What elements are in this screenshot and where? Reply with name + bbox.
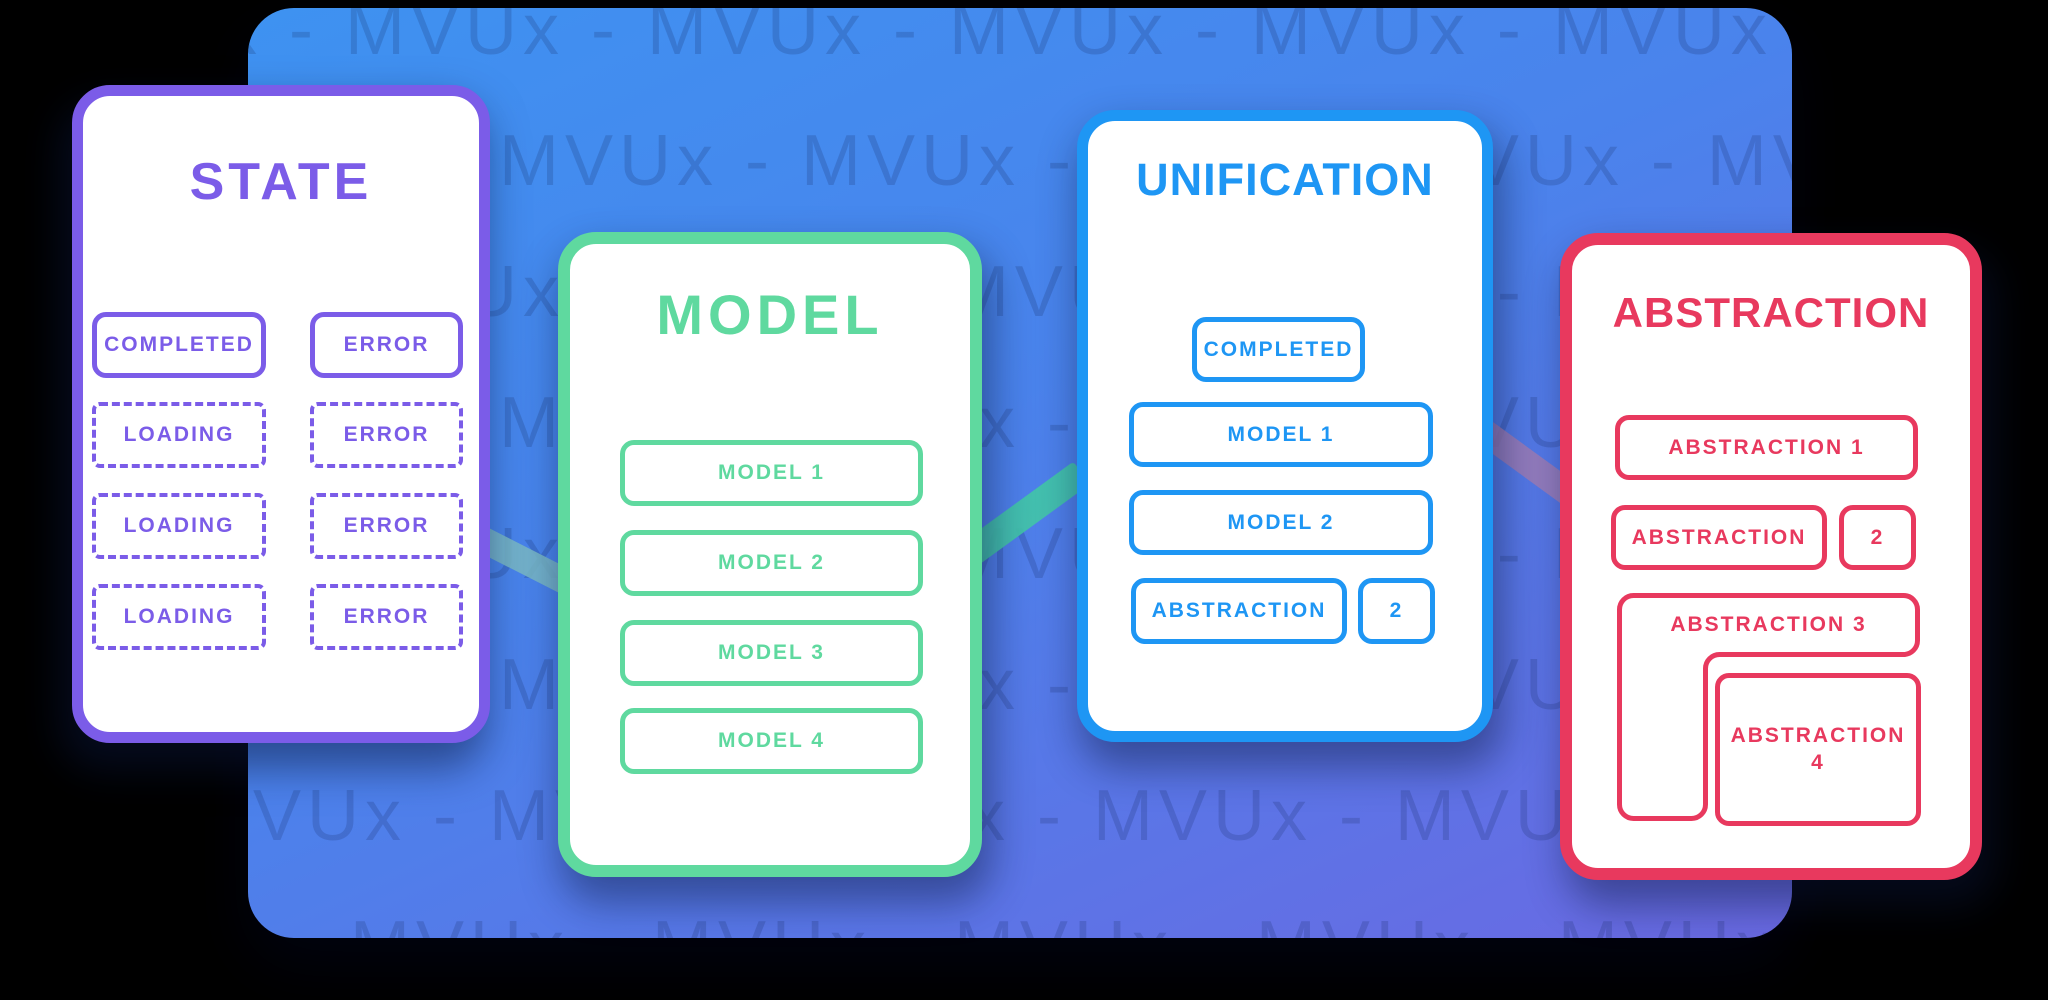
model-2-box: MODEL 2 — [620, 530, 923, 596]
state-loading-box-1: LOADING — [92, 402, 266, 468]
model-4-box: MODEL 4 — [620, 708, 923, 774]
unification-card-title: UNIFICATION — [1136, 154, 1434, 205]
watermark-row: MVUx - MVUx - MVUx - MVUx - MVUx - MVUx … — [248, 906, 1792, 938]
background-panel: MVUx - MVUx - MVUx - MVUx - MVUx - MVUx … — [248, 8, 1792, 938]
state-error-box-2: ERROR — [310, 493, 463, 559]
state-error-box-1: ERROR — [310, 402, 463, 468]
watermark-row: MVUx - MVUx - MVUx - MVUx - MVUx - MVUx … — [248, 383, 1792, 463]
state-card: STATE COMPLETED ERROR LOADING ERROR LOAD… — [72, 85, 490, 743]
unification-completed-box: COMPLETED — [1192, 317, 1365, 382]
model-card: MODEL MODEL 1 MODEL 2 MODEL 3 MODEL 4 — [558, 232, 982, 877]
abstraction-3-lshape-box — [1617, 593, 1920, 821]
model-1-box: MODEL 1 — [620, 440, 923, 506]
unification-abstraction-count-box: 2 — [1358, 578, 1435, 644]
abstraction-4-label-line1: ABSTRACTION — [1730, 724, 1906, 748]
unification-model-1-box: MODEL 1 — [1129, 402, 1433, 467]
abstraction-card-title: ABSTRACTION — [1612, 289, 1930, 336]
model-3-box: MODEL 3 — [620, 620, 923, 686]
abstraction-3-label: ABSTRACTION 3 — [1670, 613, 1867, 636]
abstraction-2-count-box: 2 — [1839, 505, 1916, 570]
unification-abstraction-box: ABSTRACTION — [1131, 578, 1347, 644]
state-loading-box-3: LOADING — [92, 584, 266, 650]
state-card-title: STATE — [189, 153, 373, 211]
state-error-box: ERROR — [310, 312, 463, 378]
unification-card: UNIFICATION COMPLETED MODEL 1 MODEL 2 AB… — [1077, 110, 1493, 742]
abstraction-4-label-line2: 4 — [1811, 750, 1825, 774]
watermark-row: MVUx - MVUx - MVUx - MVUx - MVUx - MVUx … — [248, 252, 1792, 332]
model-card-title: MODEL — [656, 283, 884, 346]
abstraction-1-box: ABSTRACTION 1 — [1615, 415, 1918, 480]
watermark-row: MVUx - MVUx - MVUx - MVUx - MVUx - MVUx … — [248, 776, 1792, 856]
abstraction-card: ABSTRACTION ABSTRACTION 1 ABSTRACTION 2 … — [1560, 233, 1982, 880]
state-loading-box-2: LOADING — [92, 493, 266, 559]
state-completed-box: COMPLETED — [92, 312, 266, 378]
unification-model-2-box: MODEL 2 — [1129, 490, 1433, 555]
abstraction-4-box: ABSTRACTION 4 — [1715, 673, 1921, 826]
watermark-row: MVUx - MVUx - MVUx - MVUx - MVUx - MVUx … — [248, 645, 1792, 725]
state-error-box-3: ERROR — [310, 584, 463, 650]
watermark-row: MVUx - MVUx - MVUx - MVUx - MVUx - MVUx … — [248, 121, 1792, 201]
abstraction-2-box: ABSTRACTION — [1611, 505, 1827, 570]
watermark-row: MVUx - MVUx - MVUx - MVUx - MVUx - MVUx … — [248, 8, 1792, 70]
